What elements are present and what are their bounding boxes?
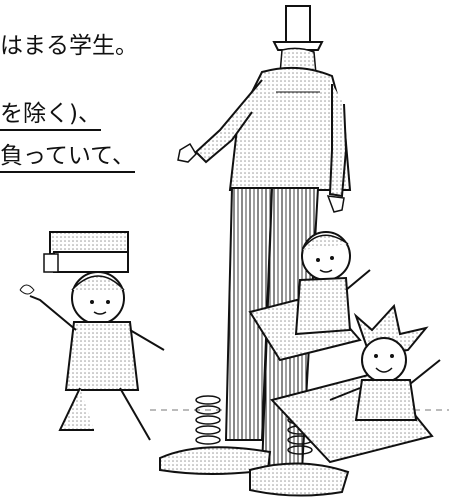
text-line-2: を除く)、 bbox=[0, 100, 101, 131]
top-hat bbox=[272, 5, 324, 51]
man-right-arm bbox=[328, 84, 348, 198]
text-line-3-content: 負っていて、 bbox=[0, 143, 136, 173]
text-line-1: はまる学生。 bbox=[0, 32, 138, 60]
text-line-2-content: を除く)、 bbox=[0, 101, 101, 131]
man-left-stilt-leg bbox=[224, 187, 274, 441]
clown-child-on-kite bbox=[270, 303, 441, 464]
man-left-hand bbox=[177, 142, 197, 163]
man-right-hand bbox=[326, 195, 345, 213]
spring-left bbox=[195, 395, 221, 445]
text-line-1-content: はまる学生。 bbox=[0, 33, 138, 59]
child-on-kite bbox=[248, 231, 371, 362]
text-line-3: 負っていて、 bbox=[0, 142, 136, 173]
child-with-books bbox=[19, 231, 165, 441]
right-shoe bbox=[249, 462, 350, 497]
man-left-arm bbox=[194, 79, 263, 164]
